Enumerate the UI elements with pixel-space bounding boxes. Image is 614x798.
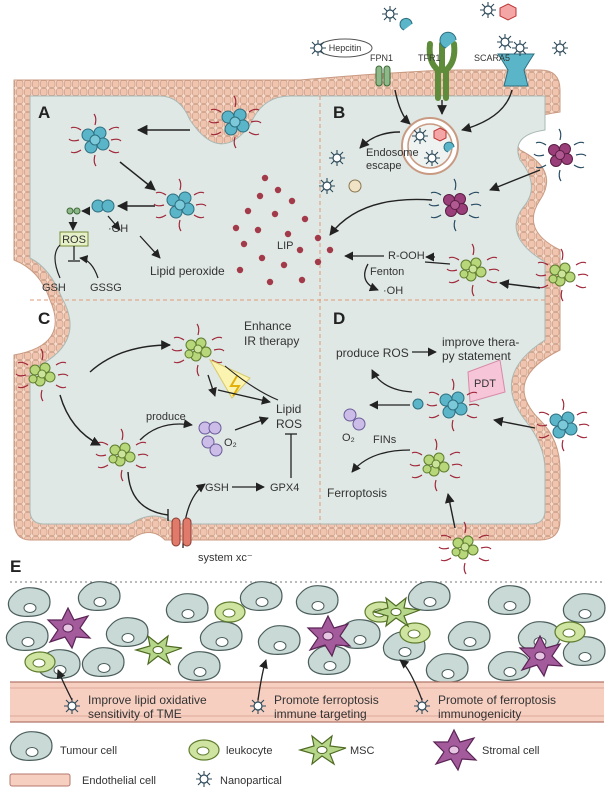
scara5-text: SCARA5 xyxy=(474,53,510,63)
ros-label-c: ROS xyxy=(276,417,302,431)
svg-text:Stromal cell: Stromal cell xyxy=(482,745,539,757)
lipid-peroxide-label: Lipid peroxide xyxy=(150,264,225,278)
gsh-label-c: GSH xyxy=(205,482,229,494)
fenton-label: Fenton xyxy=(370,266,404,278)
lipid-label: Lipid xyxy=(276,402,301,416)
oh-label-a: ·OH xyxy=(108,223,128,235)
legend-nano: Nanopartical xyxy=(195,770,282,788)
labile-iron-pool xyxy=(232,174,334,286)
pdt-label: PDT xyxy=(474,378,496,390)
svg-text:MSC: MSC xyxy=(350,745,375,757)
e-label2-line2: immune targeting xyxy=(274,707,367,721)
panel-c: Enhance IR therapy produce O₂ Lipid ROS … xyxy=(15,319,302,564)
e-label3-line1: Promote of ferroptosis xyxy=(438,693,556,707)
o2-label-d: O₂ xyxy=(342,432,355,444)
e-label1-line1: Improve lipid oxidative xyxy=(88,693,207,707)
legend-msc: MSC xyxy=(299,735,375,765)
svg-text:Nanopartical: Nanopartical xyxy=(220,775,282,787)
lip-label: LIP xyxy=(277,240,294,252)
panel-d: produce ROS improve thera- py statement … xyxy=(327,335,590,575)
legend: Tumour cell leukocyte MSC Stromal cell E… xyxy=(9,729,539,788)
gpx4-label: GPX4 xyxy=(270,482,299,494)
legend-tumour: Tumour cell xyxy=(9,731,117,762)
e-label1-line2: sensitivity of TME xyxy=(88,707,182,721)
e-label3-line2: immunogenicity xyxy=(438,707,521,721)
tfr1-receptor: TFR1 xyxy=(418,31,458,101)
produce-label-c: produce xyxy=(146,411,186,423)
panel-a: ROS ·OH GSH GSSG Lipid peroxide xyxy=(42,95,262,294)
produce-ros-label: produce ROS xyxy=(336,346,409,360)
gsh-label-a: GSH xyxy=(42,282,66,294)
ros-label-a: ROS xyxy=(62,234,86,246)
panel-b: Endosome escape R-OOH Fenton ·OH xyxy=(318,89,589,302)
endosome-escape-line2: escape xyxy=(366,160,401,172)
improve-line1: improve thera- xyxy=(442,335,519,349)
panel-label-e: E xyxy=(10,557,21,576)
enhance-line2: IR therapy xyxy=(244,334,299,348)
enhance-line1: Enhance xyxy=(244,319,292,333)
panel-label-d: D xyxy=(333,309,345,328)
svg-text:leukocyte: leukocyte xyxy=(226,745,272,757)
scara5-receptor: SCARA5 xyxy=(474,53,535,87)
endosome-escape-line1: Endosome xyxy=(366,147,419,159)
blood-vessel xyxy=(10,681,604,723)
improve-line2: py statement xyxy=(442,349,511,363)
e-label2-line1: Promote ferroptosis xyxy=(274,693,379,707)
svg-text:Endothelial cell: Endothelial cell xyxy=(82,775,156,787)
panel-label-a: A xyxy=(38,103,50,122)
panel-e-labels: Improve lipid oxidative sensitivity of T… xyxy=(56,659,556,721)
svg-text:Tumour cell: Tumour cell xyxy=(60,745,117,757)
legend-stromal: Stromal cell xyxy=(433,729,539,771)
gssg-label-a: GSSG xyxy=(90,282,122,294)
panel-label-b: B xyxy=(333,103,345,122)
oh-label-b: ·OH xyxy=(383,285,403,297)
panel-e-tissue xyxy=(5,581,606,684)
system-xc-transporter xyxy=(171,517,192,547)
fpn1-channel: FPN1 xyxy=(370,53,393,87)
panel-label-c: C xyxy=(38,309,50,328)
system-xc-label: system xc⁻ xyxy=(198,552,253,564)
hepcitin-text: Hepcitin xyxy=(329,43,362,53)
fpn1-text: FPN1 xyxy=(370,53,393,63)
legend-leukocyte: leukocyte xyxy=(188,739,272,761)
rooh-label: R-OOH xyxy=(388,250,425,262)
ferroptosis-label: Ferroptosis xyxy=(327,486,387,500)
tfr1-text: TFR1 xyxy=(418,53,441,63)
legend-endothelial: Endothelial cell xyxy=(9,773,156,787)
fins-label: FINs xyxy=(373,434,397,446)
o2-label-c: O₂ xyxy=(224,437,237,449)
extracellular-particles xyxy=(381,1,569,57)
hepcitin-label: Hepcitin xyxy=(309,38,373,58)
